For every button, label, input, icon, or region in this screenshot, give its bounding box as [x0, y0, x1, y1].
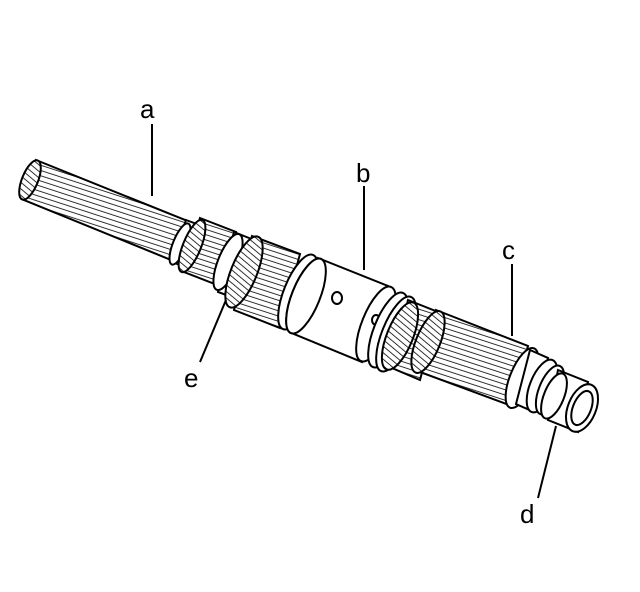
leader-lines [151, 124, 557, 499]
callout-b: b [356, 158, 370, 188]
splined-section-c [410, 308, 530, 408]
callout-a: a [140, 94, 155, 124]
splined-end-a [18, 158, 192, 264]
leader-e [199, 299, 227, 363]
callout-labels: a b c d e [140, 94, 534, 529]
pilot-end-d [540, 368, 600, 434]
callout-d: d [520, 499, 534, 529]
callout-e: e [184, 363, 198, 393]
leader-d [537, 425, 557, 499]
callout-c: c [502, 235, 515, 265]
shaft [18, 158, 600, 434]
